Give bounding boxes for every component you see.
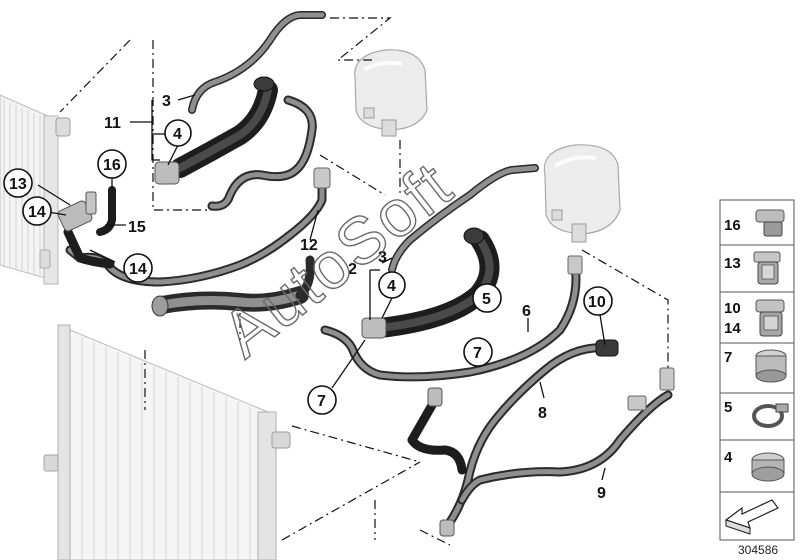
svg-text:14: 14: [724, 320, 741, 337]
callout-3-top: 3: [162, 93, 171, 110]
svg-text:6: 6: [522, 303, 531, 320]
callout-13: 13: [3, 168, 33, 198]
assembly-dashed-lines: [59, 17, 669, 546]
radiator-lower: [43, 324, 291, 560]
callout-10: 10: [583, 286, 613, 316]
svg-text:11: 11: [104, 115, 121, 132]
sleeve-icon: [755, 349, 787, 383]
hose-clamp-icon: [752, 403, 789, 428]
callout-9: 9: [597, 485, 606, 502]
callout-5: 5: [472, 283, 502, 313]
leader-lines: [37, 94, 606, 481]
callout-15: 15: [128, 219, 146, 236]
legend-item-4: 4: [724, 449, 785, 482]
svg-text:8: 8: [538, 405, 547, 422]
svg-text:5: 5: [724, 399, 732, 416]
callout-14-top: 14: [22, 196, 52, 226]
svg-text:7: 7: [317, 393, 326, 410]
svg-text:7: 7: [473, 345, 482, 362]
svg-text:15: 15: [128, 219, 146, 236]
arrow-shim-icon: [724, 499, 779, 535]
legend-item-7: 7: [724, 349, 787, 383]
quick-coupling-icon: [755, 299, 785, 337]
spring-clamp-icon: [751, 452, 785, 482]
legend-item-arrow: [724, 499, 779, 535]
svg-text:13: 13: [9, 176, 27, 193]
svg-text:13: 13: [724, 255, 741, 272]
hoses: [57, 11, 675, 537]
svg-text:3: 3: [378, 249, 387, 266]
legend-item-10-14: 10 14: [724, 299, 785, 337]
callout-7-bottom: 7: [307, 385, 337, 415]
svg-text:2: 2: [348, 261, 357, 278]
svg-text:10: 10: [588, 294, 606, 311]
expansion-tank-lower: [543, 144, 621, 243]
svg-text:16: 16: [103, 157, 121, 174]
legend-item-5: 5: [724, 399, 789, 428]
callout-11: 11: [104, 115, 121, 132]
callout-2: 2: [348, 261, 357, 278]
callout-4-top: 4: [164, 119, 192, 147]
callout-16: 16: [97, 149, 127, 179]
callout-8: 8: [538, 405, 547, 422]
svg-text:16: 16: [724, 217, 741, 234]
svg-text:5: 5: [482, 291, 491, 308]
svg-text:10: 10: [724, 300, 741, 317]
svg-text:4: 4: [724, 449, 733, 466]
callout-3-middle: 3: [378, 249, 387, 266]
legend-panel: 16 13 10 14 7: [719, 199, 795, 541]
svg-text:14: 14: [129, 261, 147, 278]
callout-6: 6: [522, 303, 531, 320]
callout-4-middle: 4: [378, 271, 406, 299]
svg-text:4: 4: [387, 278, 396, 295]
legend-item-13: 13: [724, 251, 781, 285]
svg-text:4: 4: [173, 126, 182, 143]
svg-text:7: 7: [724, 349, 732, 366]
svg-text:3: 3: [162, 93, 171, 110]
legend-item-16: 16: [724, 209, 785, 237]
svg-text:12: 12: [300, 237, 318, 254]
svg-text:9: 9: [597, 485, 606, 502]
callout-7-middle: 7: [463, 337, 493, 367]
callout-12: 12: [300, 237, 318, 254]
callout-14-bottom: 14: [123, 253, 153, 283]
part-number: 304586: [738, 543, 778, 557]
expansion-tank-upper: [354, 49, 428, 137]
svg-text:304586: 304586: [738, 543, 778, 557]
hose-clip-icon: [755, 209, 785, 237]
svg-text:14: 14: [28, 204, 46, 221]
connector-fitting-icon: [753, 251, 781, 285]
